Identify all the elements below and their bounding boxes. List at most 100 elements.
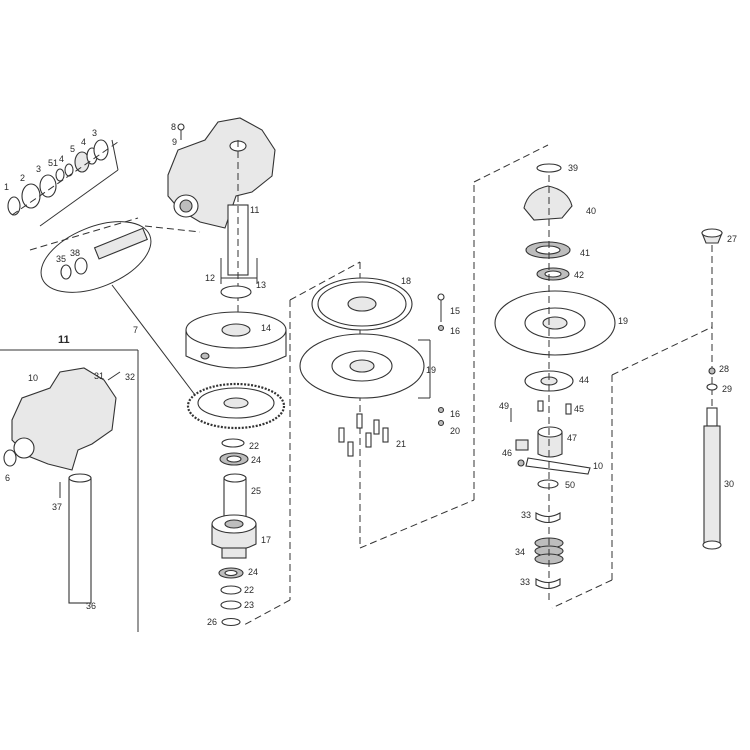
- label-14: 14: [261, 323, 271, 333]
- pinion-shaft: [93, 227, 148, 260]
- label-23: 23: [244, 600, 254, 610]
- washer-16a: [437, 324, 445, 332]
- label-49: 49: [499, 401, 509, 411]
- seal-rings-group: [7, 139, 119, 227]
- label-10b: 10: [593, 461, 603, 471]
- label-24b: 24: [248, 567, 258, 577]
- label-1: 1: [4, 182, 9, 192]
- arm-47-hub: [537, 432, 563, 458]
- label-16b: 16: [450, 409, 460, 419]
- label-47: 47: [567, 433, 577, 443]
- cap-27-top: [701, 228, 723, 238]
- label-26: 26: [207, 617, 217, 627]
- label-22b: 22: [244, 585, 254, 595]
- sleeve-25: [223, 477, 247, 519]
- label-41: 41: [580, 248, 590, 258]
- label-6: 6: [5, 473, 10, 483]
- shaft-30: [703, 425, 721, 545]
- inset-gear-housing: [11, 367, 117, 471]
- ring-22-top: [221, 438, 245, 448]
- bolt-46: [517, 459, 525, 467]
- ring-23: [220, 600, 242, 610]
- plate-18-hub: [347, 296, 377, 312]
- washer-16b: [437, 406, 445, 414]
- label-27: 27: [727, 234, 737, 244]
- label-13: 13: [256, 280, 266, 290]
- label-17: 17: [261, 535, 271, 545]
- label-19a: 19: [426, 365, 436, 375]
- bolt-set-21: [338, 413, 389, 457]
- ring-bracket: [111, 139, 119, 171]
- shaft-ring-35: [60, 264, 72, 280]
- label-28: 28: [719, 364, 729, 374]
- ring-part-3: [39, 174, 57, 198]
- label-45: 45: [574, 404, 584, 414]
- shaft-30-foot: [702, 540, 722, 550]
- shaft-bushing-38: [74, 257, 88, 275]
- label-32: 32: [125, 372, 135, 382]
- ring-bracket-lower: [39, 169, 119, 227]
- inset-box-11: [0, 349, 139, 632]
- ring-part-1: [7, 196, 21, 216]
- label-11: 11: [250, 205, 259, 215]
- part-labels: 1 2 3 51 4 5 4 3 8 9 11 35 38 12 13 7 14…: [4, 122, 737, 627]
- drum-14-hub: [221, 323, 251, 337]
- label-37: 37: [52, 502, 62, 512]
- label-4: 4: [59, 154, 64, 164]
- gear-41-inner: [535, 245, 561, 255]
- label-24a: 24: [251, 455, 261, 465]
- right-center-stack: [494, 163, 713, 609]
- label-33a: 33: [521, 510, 531, 520]
- bolt-21c: [356, 413, 363, 429]
- gear-housing-top: [167, 117, 276, 345]
- o-ring-13: [220, 285, 252, 299]
- bearing-42-inner: [544, 270, 562, 278]
- label-10a: 10: [28, 373, 38, 383]
- ring-part-2: [21, 183, 41, 209]
- label-35: 35: [56, 254, 66, 264]
- bolt-15-head: [437, 293, 445, 301]
- label-7: 7: [133, 325, 138, 335]
- label-25: 25: [251, 486, 261, 496]
- frame-k: [611, 326, 713, 376]
- bearing-24-bottom-inner: [224, 569, 238, 577]
- ring-part-51: [55, 168, 65, 182]
- bolt-21d: [365, 432, 372, 448]
- nut-29: [706, 383, 718, 391]
- label-4b: 4: [81, 137, 86, 147]
- label-51: 51: [48, 158, 58, 168]
- clamp-33-bottom: [535, 578, 561, 590]
- ring-50: [537, 479, 559, 489]
- bolt-21a: [338, 427, 345, 443]
- hub-17-bore: [224, 519, 244, 529]
- nut-20: [437, 419, 445, 427]
- inset-seal-6: [3, 449, 17, 467]
- housing-bore-inner: [179, 199, 193, 213]
- label-42: 42: [574, 270, 584, 280]
- label-40: 40: [586, 206, 596, 216]
- label-36: 36: [86, 601, 96, 611]
- label-19b: 19: [618, 316, 628, 326]
- bearing-24-top-inner: [226, 455, 242, 463]
- arm-47: [525, 457, 591, 475]
- label-46: 46: [502, 448, 512, 458]
- label-8: 8: [171, 122, 176, 132]
- label-22a: 22: [249, 441, 259, 451]
- label-44: 44: [579, 375, 589, 385]
- block-46: [515, 439, 529, 451]
- frame-g: [359, 499, 475, 549]
- inset-shaft-36: [68, 477, 92, 604]
- inset-housing-bore: [13, 437, 35, 459]
- label-21: 21: [396, 439, 406, 449]
- frame-a: [29, 217, 139, 251]
- bolt-21b: [347, 441, 354, 457]
- label-30: 30: [724, 479, 734, 489]
- right-shaft: [701, 228, 723, 550]
- label-16a: 16: [450, 326, 460, 336]
- clamp-33-top: [535, 512, 561, 524]
- label-2: 2: [20, 173, 25, 183]
- label-9: 9: [172, 137, 177, 147]
- pinion-shaft-inset: [40, 221, 152, 293]
- label-12: 12: [205, 273, 215, 283]
